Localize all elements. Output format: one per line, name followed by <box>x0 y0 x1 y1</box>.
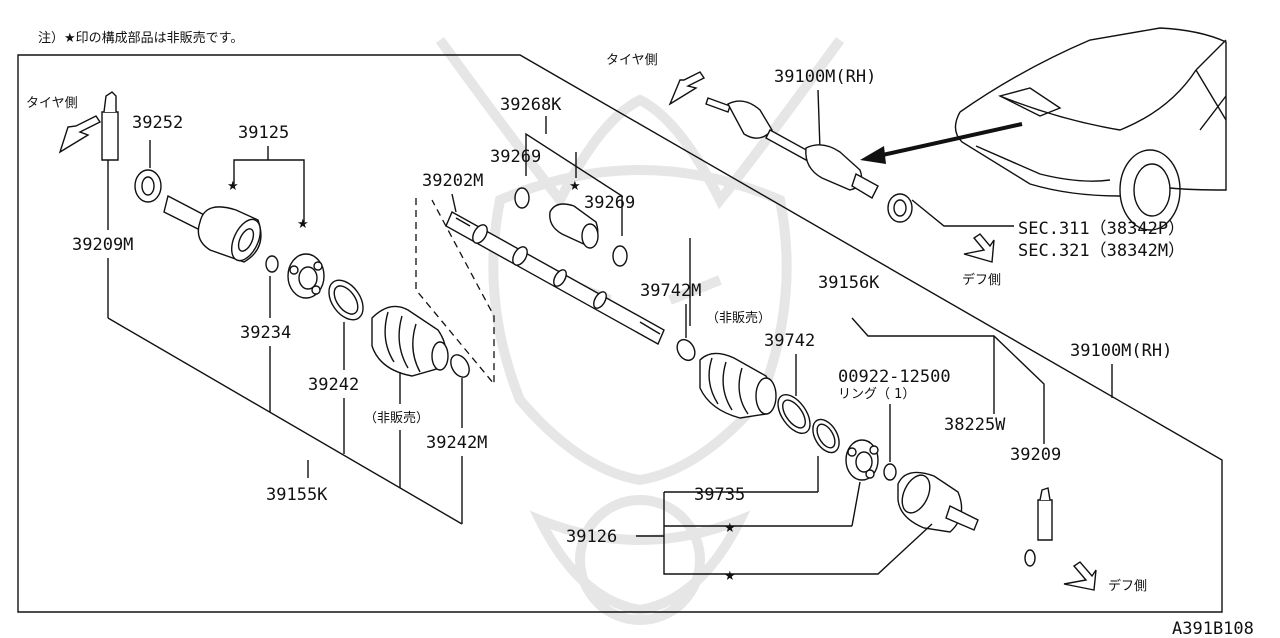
boot-band-39242M <box>450 354 470 428</box>
label-39202M: 39202M <box>422 171 483 191</box>
tripod-spider <box>845 439 879 481</box>
bearing-cage <box>287 253 325 299</box>
label-39209M: 39209M <box>72 235 133 255</box>
label-39742: 39742 <box>764 331 815 351</box>
snap-ring-38225W <box>1024 549 1036 567</box>
inner-boot <box>699 352 777 419</box>
label-39242M: 39242M <box>426 433 487 453</box>
outer-joint-housing <box>163 194 262 263</box>
diagram-frame <box>17 54 1223 613</box>
tire-side-label-left: タイヤ側 <box>26 96 78 111</box>
label-39735: 39735 <box>694 485 745 505</box>
diff-side-arrow-top-icon <box>963 233 995 263</box>
star-mark: ★ <box>569 179 581 194</box>
outer-boot <box>371 305 449 404</box>
grease-tube-39209 <box>1037 487 1053 541</box>
damper-39268K <box>514 187 628 267</box>
diff-side-label-top: デフ側 <box>962 272 1001 288</box>
boot-band-39742 <box>777 394 811 434</box>
tire-side-label-top: タイヤ側 <box>606 53 658 68</box>
label-39126: 39126 <box>566 527 617 547</box>
inner-joint-housing <box>897 471 979 533</box>
not-sold-label-left: （非販売） <box>364 410 429 426</box>
label-00922: 00922-12500 <box>838 367 951 387</box>
boot-band-39742M <box>676 338 696 362</box>
section-ref-321: SEC.321（38342M） <box>1018 241 1185 261</box>
label-39269-right: 39269 <box>584 193 635 213</box>
figure-id: A391B108 <box>1172 619 1254 638</box>
snap-ring-39735 <box>812 418 840 492</box>
label-39209: 39209 <box>1010 445 1061 465</box>
note-text: 注）★印の構成部品は非販売です。 <box>38 30 243 46</box>
star-mark: ★ <box>724 569 736 584</box>
label-39100M-right: 39100M(RH) <box>1070 341 1172 361</box>
diff-side-arrow-bottom-icon <box>1063 561 1097 591</box>
label-39234: 39234 <box>240 323 291 343</box>
label-39125: 39125 <box>238 123 289 143</box>
label-39268K: 39268K <box>500 95 562 115</box>
part-39252 <box>134 169 162 203</box>
drive-shaft-39202M <box>445 211 665 345</box>
ring-note: リング（ 1） <box>838 387 915 402</box>
star-mark: ★ <box>724 521 736 536</box>
pointer-arrow-icon <box>860 146 886 164</box>
label-39155K: 39155K <box>266 485 328 505</box>
label-39242: 39242 <box>308 375 359 395</box>
label-39269-left: 39269 <box>490 147 541 167</box>
label-39252: 39252 <box>132 113 183 133</box>
label-38225W: 38225W <box>944 415 1006 435</box>
label-39156K: 39156K <box>818 273 880 293</box>
boot-band-39242 <box>328 279 364 370</box>
watermark-emblem <box>435 37 845 625</box>
label-39742M: 39742M <box>640 281 701 301</box>
car-illustration <box>954 27 1227 231</box>
tire-side-arrow-left-icon <box>58 115 102 154</box>
ring-00922 <box>883 463 897 481</box>
section-ref-311: SEC.311（38342P） <box>1018 219 1185 239</box>
part-39234 <box>265 255 279 318</box>
grease-tube-39209M <box>101 91 119 230</box>
label-39100M-top: 39100M(RH) <box>774 67 876 87</box>
drive-shaft-assembly-overview <box>705 97 913 223</box>
star-mark: ★ <box>297 217 309 232</box>
not-sold-label-right: （非販売） <box>706 310 771 326</box>
diff-side-label-bottom: デフ側 <box>1108 578 1147 594</box>
tire-side-arrow-top-icon <box>668 71 706 106</box>
star-mark: ★ <box>227 179 239 194</box>
